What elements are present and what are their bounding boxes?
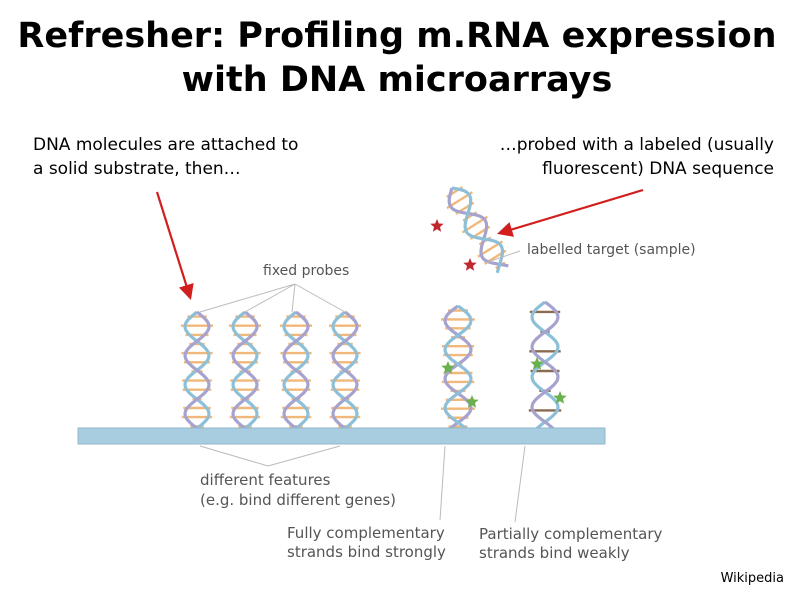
labelled-target-label: labelled target (sample) (527, 242, 696, 258)
fluorescent-tag-icon (441, 361, 455, 374)
strand-front (282, 310, 310, 441)
title-line-2: with DNA microarrays (181, 60, 613, 100)
strand-front (443, 304, 473, 441)
strand-front (231, 310, 259, 441)
fixed-probes-label: fixed probes (263, 263, 349, 279)
captured-targets-group (441, 300, 567, 441)
strand-back (447, 187, 509, 268)
left-note: DNA molecules are attached to a solid su… (33, 133, 363, 181)
strand-back (331, 310, 359, 441)
strand-back (282, 310, 310, 441)
strand-back (183, 310, 211, 441)
fluorescent-tag-icon (530, 357, 544, 370)
probe-helix-1 (181, 310, 213, 441)
fixed-probes-group (181, 310, 361, 441)
left-note-line-1: DNA molecules are attached to (33, 135, 299, 155)
strand-back (231, 310, 259, 441)
probe-helix-3 (280, 310, 312, 441)
fluorescent-tag-icon (553, 391, 567, 404)
full-complement-label-line-1: Fully complementary (287, 524, 445, 542)
target-helix (446, 186, 509, 274)
fluorescent-tag-icon (465, 395, 479, 408)
full-complement-label-line-2: strands bind strongly (287, 543, 446, 561)
strand-back (443, 304, 473, 441)
right-note-line-1: …probed with a labeled (usually (499, 135, 774, 155)
slide-title: Refresher: Profiling m.RNA expression wi… (0, 14, 794, 102)
strand-back (530, 300, 560, 441)
fluorescent-label-icon (430, 219, 444, 232)
partially-bound-helix (528, 300, 562, 441)
solid-substrate (77, 427, 606, 445)
arrow-to-probes (155, 191, 194, 300)
right-note-line-2: fluorescent) DNA sequence (542, 159, 774, 179)
partial-complement-label-line-1: Partially complementary (479, 525, 662, 543)
arrow-to-target (497, 188, 644, 237)
strand-front (183, 310, 211, 441)
title-line-1: Refresher: Profiling m.RNA expression (17, 16, 777, 56)
features-label-line-2: (e.g. bind different genes) (200, 491, 396, 509)
partial-complement-label-line-2: strands bind weakly (479, 544, 630, 562)
strand-front (451, 186, 505, 274)
probe-helix-2 (229, 310, 261, 441)
left-note-line-2: a solid substrate, then… (33, 159, 241, 179)
fluorescent-label-icon (463, 258, 477, 271)
features-label-line-1: different features (200, 471, 331, 489)
strand-front (331, 310, 359, 441)
probe-helix-4 (329, 310, 361, 441)
strand-front (530, 300, 560, 441)
labelled-target-strand (430, 186, 509, 274)
right-note: …probed with a labeled (usually fluoresc… (436, 133, 774, 181)
fully-bound-helix (441, 304, 475, 441)
source-credit: Wikipedia (720, 571, 784, 586)
label-connectors (199, 250, 526, 523)
